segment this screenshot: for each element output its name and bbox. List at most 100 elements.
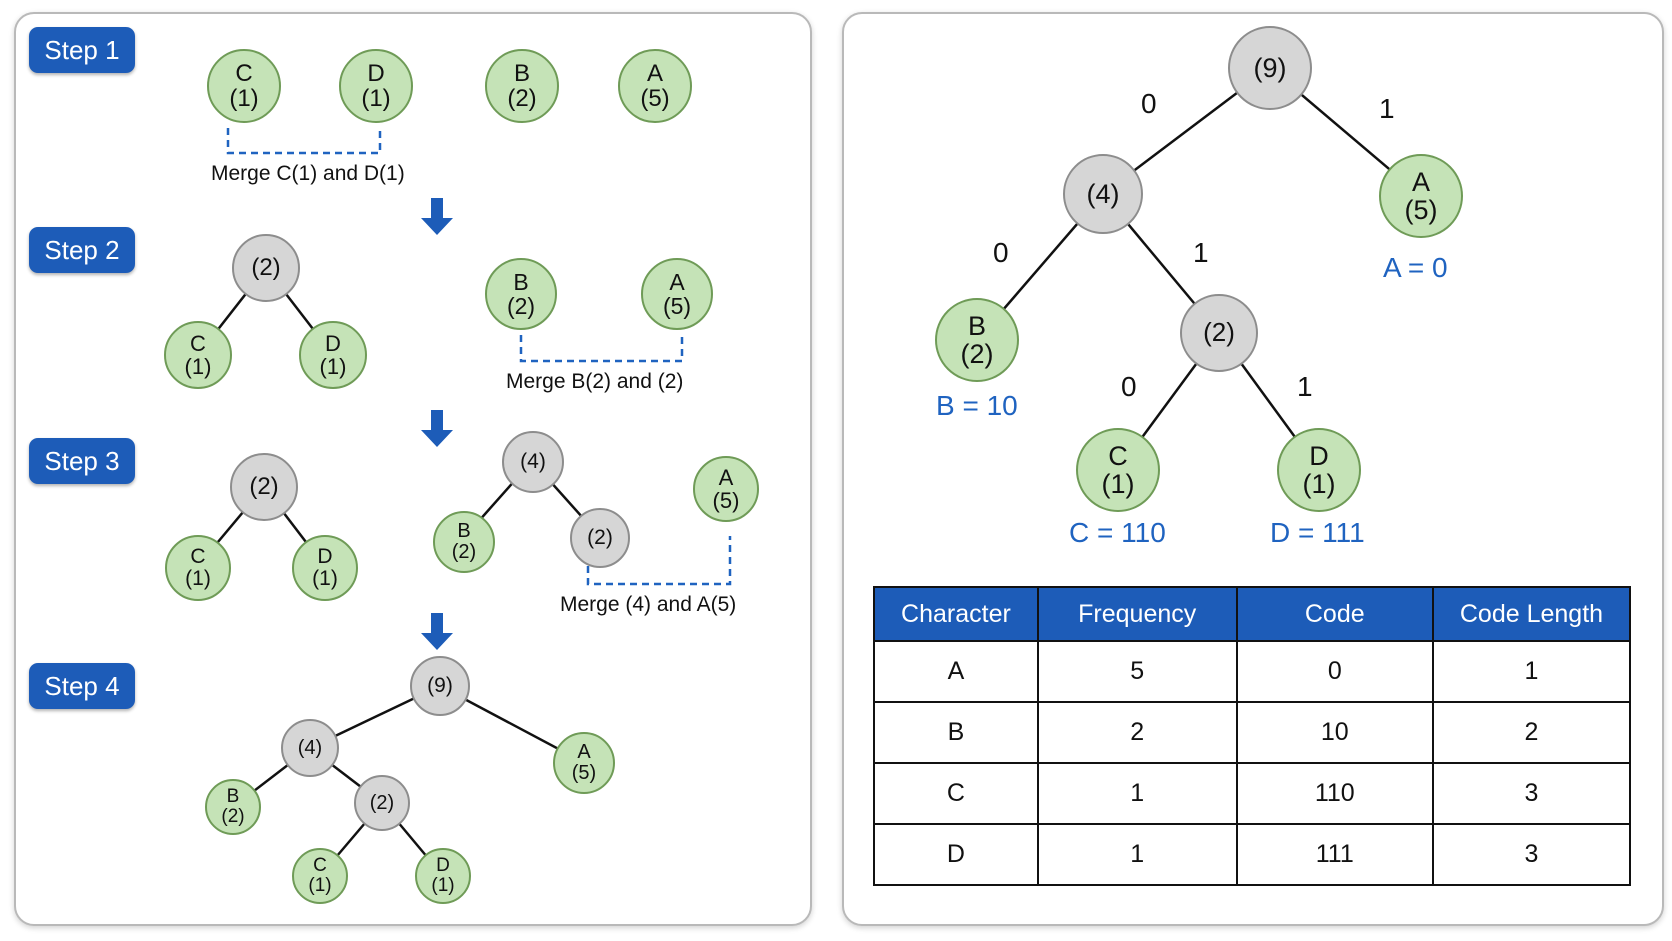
node-freq: (2) <box>1203 317 1235 348</box>
down-arrow-icon <box>421 410 453 447</box>
node-char: D <box>325 330 341 356</box>
code-label-a: A = 0 <box>1383 252 1448 283</box>
edge-label-n4-left: 0 <box>993 237 1009 268</box>
node-freq: (5) <box>712 488 740 513</box>
node-char: B <box>967 310 986 341</box>
step4-root: (9) <box>410 656 470 716</box>
step3-left-node-c: C (1) <box>165 535 231 601</box>
node-char: B <box>513 59 530 87</box>
edge-label-root-right: 1 <box>1379 93 1395 124</box>
step3-merge-text: Merge (4) and A(5) <box>560 593 737 616</box>
step3-left-parent: (2) <box>230 453 298 521</box>
table-row: B 2 10 2 <box>873 701 1632 764</box>
node-freq: (1) <box>229 85 259 112</box>
table-cell: 1 <box>1036 823 1238 886</box>
node-freq: (4) <box>1086 178 1120 209</box>
node-freq: (5) <box>1404 195 1438 225</box>
edge-label-root-left: 0 <box>1141 88 1157 119</box>
step2-node-d: D (1) <box>299 321 367 389</box>
node-char: C <box>313 855 327 877</box>
final-node-4: (4) <box>1063 154 1143 234</box>
node-freq: (2) <box>251 254 281 282</box>
step2-merge-text: Merge B(2) and (2) <box>506 370 684 393</box>
node-char: D <box>317 544 333 568</box>
node-char: C <box>190 330 206 356</box>
step3-right-node-2: (2) <box>570 508 630 568</box>
step4-node-2: (2) <box>354 775 410 831</box>
step1-node-b: B (2) <box>485 49 559 123</box>
step4-node-a: A (5) <box>553 732 615 794</box>
table-cell: 1 <box>1036 762 1238 825</box>
table-cell: 0 <box>1235 640 1434 703</box>
node-freq: (2) <box>451 541 477 563</box>
code-table: Character Frequency Code Code Length A 5… <box>873 586 1632 886</box>
node-freq: (2) <box>221 806 245 827</box>
node-char: C <box>190 544 206 568</box>
step3-node-a: A (5) <box>693 456 759 522</box>
final-node-b: B (2) <box>935 298 1019 382</box>
table-cell: 111 <box>1235 823 1434 886</box>
table-cell: C <box>873 762 1039 825</box>
edge-label-n4-right: 1 <box>1193 237 1209 268</box>
column-header: Code <box>1235 586 1434 642</box>
step-4-badge: Step 4 <box>29 663 135 709</box>
node-freq: (2) <box>587 525 613 549</box>
table-cell: 110 <box>1235 762 1434 825</box>
node-char: B <box>457 520 471 542</box>
step1-node-d: D (1) <box>339 49 413 123</box>
table-row: A 5 0 1 <box>873 640 1632 703</box>
table-row: C 1 110 3 <box>873 762 1632 825</box>
node-char: D <box>436 855 450 877</box>
node-char: A <box>718 464 734 490</box>
table-cell: 1 <box>1431 640 1632 703</box>
down-arrow-icon <box>421 613 453 650</box>
node-freq: (4) <box>520 449 546 473</box>
table-cell: B <box>873 701 1039 764</box>
final-root: (9) <box>1228 26 1312 110</box>
step2-node-c: C (1) <box>164 321 232 389</box>
table-cell: 2 <box>1431 701 1632 764</box>
final-node-a: A (5) <box>1379 154 1463 238</box>
final-node-c: C (1) <box>1076 428 1160 512</box>
node-char: C <box>235 59 253 87</box>
code-label-c: C = 110 <box>1069 517 1166 548</box>
steps-panel <box>14 12 812 926</box>
node-char: B <box>513 268 529 295</box>
node-freq: (2) <box>369 791 395 814</box>
edge-label-n2-right: 1 <box>1297 371 1313 402</box>
step3-right-root: (4) <box>502 431 564 493</box>
node-freq: (9) <box>427 673 453 697</box>
table-cell: 10 <box>1235 701 1434 764</box>
node-char: C <box>1108 440 1128 471</box>
node-char: D <box>1309 440 1329 471</box>
node-freq: (5) <box>571 762 597 784</box>
table-cell: 3 <box>1431 823 1632 886</box>
table-row: D 1 111 3 <box>873 823 1632 886</box>
step2-node-parent: (2) <box>232 234 300 302</box>
table-header-row: Character Frequency Code Code Length <box>873 586 1632 642</box>
column-header: Character <box>873 586 1039 642</box>
code-label-d: D = 111 <box>1270 517 1365 548</box>
node-freq: (5) <box>640 85 670 112</box>
step1-merge-text: Merge C(1) and D(1) <box>211 162 405 185</box>
node-char: A <box>1411 166 1430 197</box>
step2-node-a: A (5) <box>641 258 713 330</box>
table-cell: D <box>873 823 1039 886</box>
step4-node-c: C (1) <box>292 848 348 904</box>
code-label-b: B = 10 <box>936 390 1018 421</box>
node-freq: (1) <box>185 567 211 590</box>
node-char: D <box>367 59 385 87</box>
edge-label-n2-left: 0 <box>1121 371 1137 402</box>
step-2-badge: Step 2 <box>29 227 135 273</box>
node-freq: (1) <box>184 354 212 379</box>
node-freq: (1) <box>312 567 338 590</box>
node-freq: (1) <box>308 875 332 896</box>
node-char: A <box>669 268 685 295</box>
node-freq: (1) <box>319 354 347 379</box>
column-header: Frequency <box>1036 586 1238 642</box>
node-char: A <box>646 59 663 87</box>
final-node-2: (2) <box>1180 294 1258 372</box>
node-freq: (1) <box>431 875 455 896</box>
node-char: A <box>577 741 591 763</box>
node-freq: (1) <box>1302 469 1336 499</box>
